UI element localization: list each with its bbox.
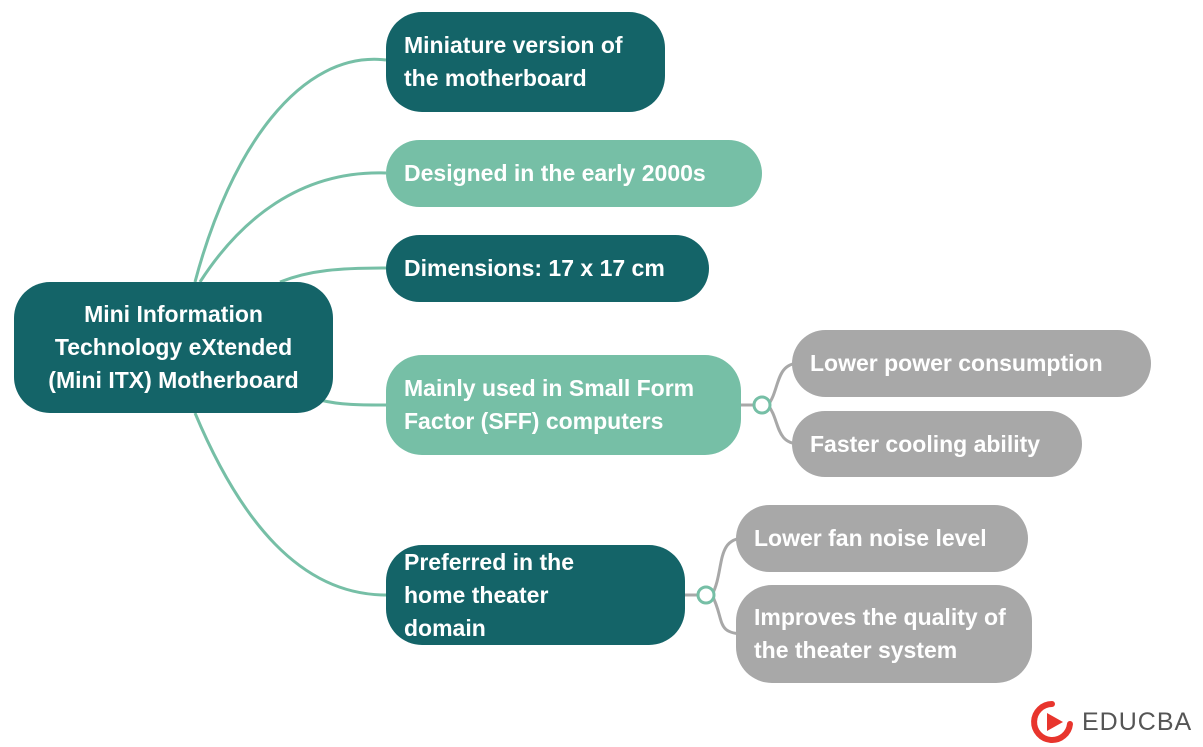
sub-node-noise: Lower fan noise level xyxy=(736,505,1028,572)
branch-node-3: Dimensions: 17 x 17 cm xyxy=(386,235,709,302)
play-logo-icon xyxy=(1031,701,1073,743)
branch-node-1: Miniature version of the motherboard xyxy=(386,12,665,112)
root-node: Mini Information Technology eXtended (Mi… xyxy=(14,282,333,413)
sub-node-cooling: Faster cooling ability xyxy=(792,411,1082,477)
junction-1 xyxy=(752,395,772,415)
connector-2 xyxy=(198,171,387,283)
branch-node-2: Designed in the early 2000s xyxy=(386,140,762,207)
branch-node-5: Preferred in the home theater domain xyxy=(386,545,685,645)
logo-text: EDUCBA xyxy=(1082,707,1193,736)
sub-node-quality: Improves the quality of the theater syst… xyxy=(736,585,1032,683)
connector-4 xyxy=(319,398,387,407)
connector-3 xyxy=(279,266,387,284)
junction-2 xyxy=(696,585,716,605)
educba-logo: EDUCBA xyxy=(1030,700,1192,744)
branch-node-4: Mainly used in Small Form Factor (SFF) c… xyxy=(386,355,741,455)
connector-5 xyxy=(193,412,387,597)
connector-1 xyxy=(193,57,387,283)
sub-node-power: Lower power consumption xyxy=(792,330,1151,397)
